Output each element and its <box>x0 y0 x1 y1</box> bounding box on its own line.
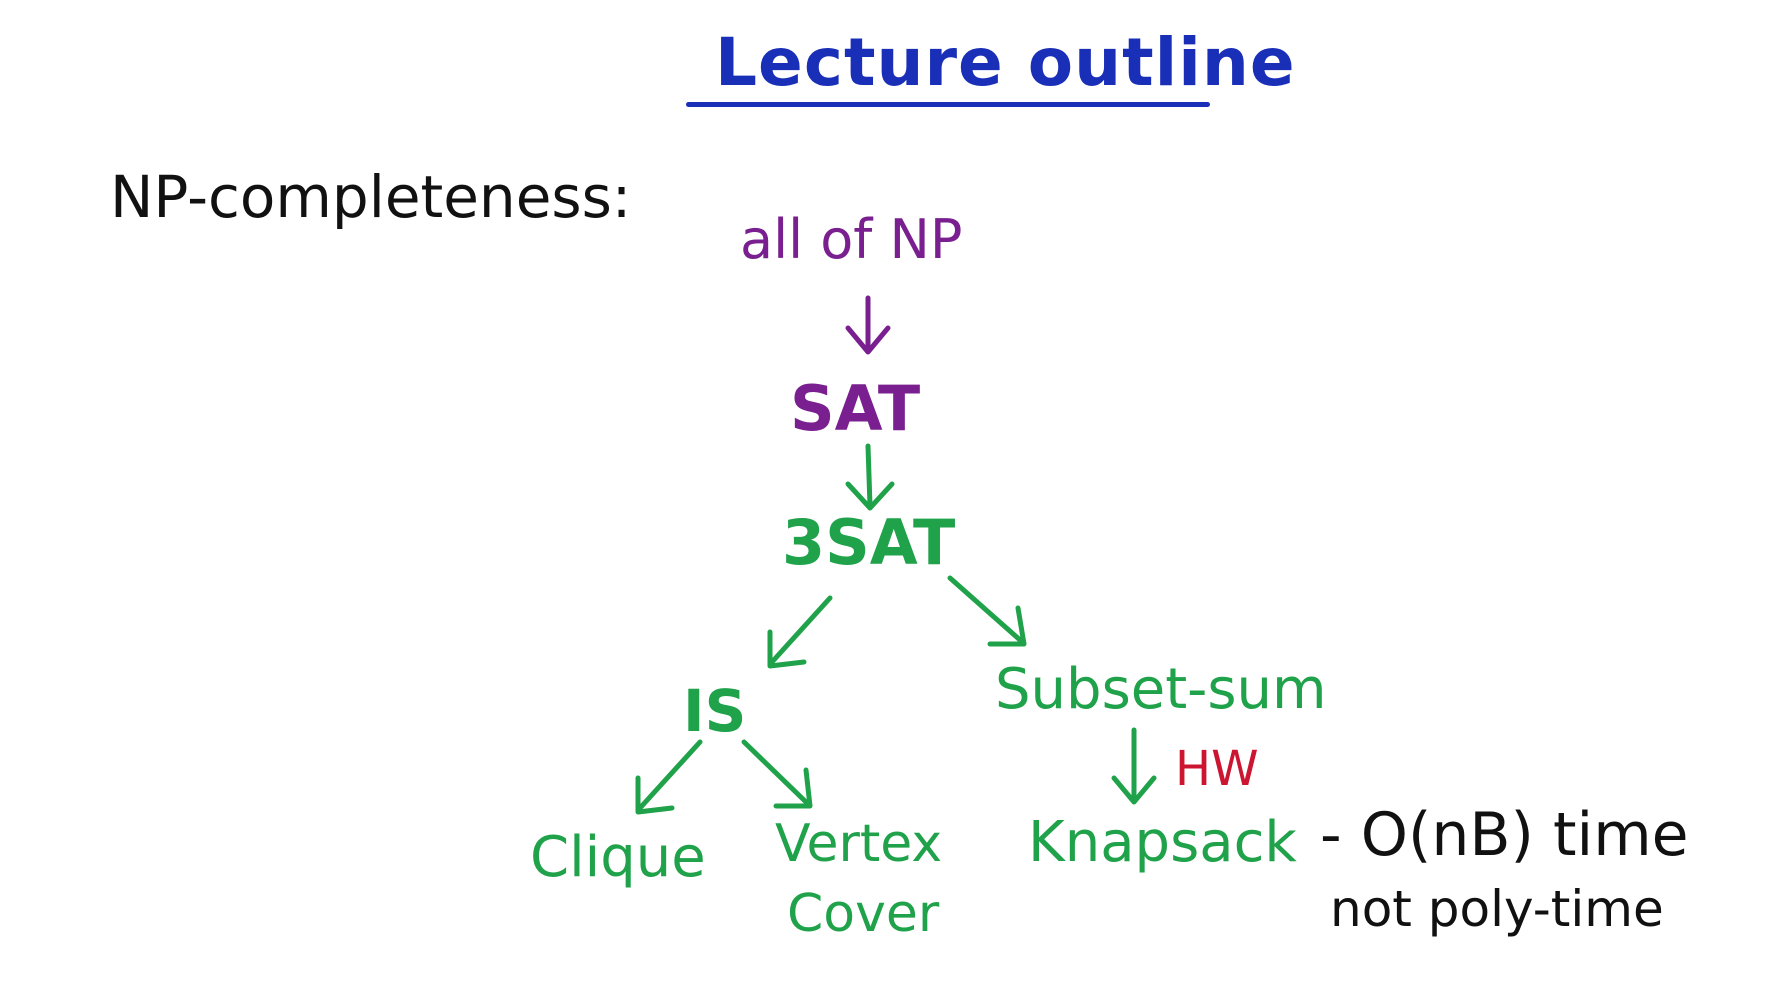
title-underline <box>686 102 1210 107</box>
node-clique: Clique <box>530 825 706 890</box>
edge-subset-sum-to-knapsack <box>1111 727 1157 805</box>
node-subset-sum: Subset-sum <box>995 657 1327 722</box>
not-poly-note: not poly-time <box>1330 880 1664 938</box>
node-sat: SAT <box>790 372 921 445</box>
edge-sat-to-3sat <box>845 443 895 511</box>
edge-3sat-to-subset-sum <box>947 575 1027 647</box>
homework-note: HW <box>1175 741 1259 797</box>
node-vertex-cover-line1: Vertex <box>775 814 943 874</box>
edge-3sat-to-is <box>767 595 833 669</box>
edge-is-to-clique <box>635 739 703 815</box>
section-heading: NP-completeness: <box>110 163 632 231</box>
node-knapsack: Knapsack <box>1028 810 1297 875</box>
node-3sat: 3SAT <box>782 506 956 579</box>
node-independent-set: IS <box>683 677 747 745</box>
knapsack-time-note: - O(nB) time <box>1320 800 1689 870</box>
lecture-title: Lecture outline <box>715 24 1296 101</box>
node-vertex-cover-line2: Cover <box>787 884 940 944</box>
node-all-of-np: all of NP <box>740 208 963 271</box>
edge-is-to-vertex-cover <box>741 739 813 809</box>
edge-np-to-sat <box>845 295 891 355</box>
